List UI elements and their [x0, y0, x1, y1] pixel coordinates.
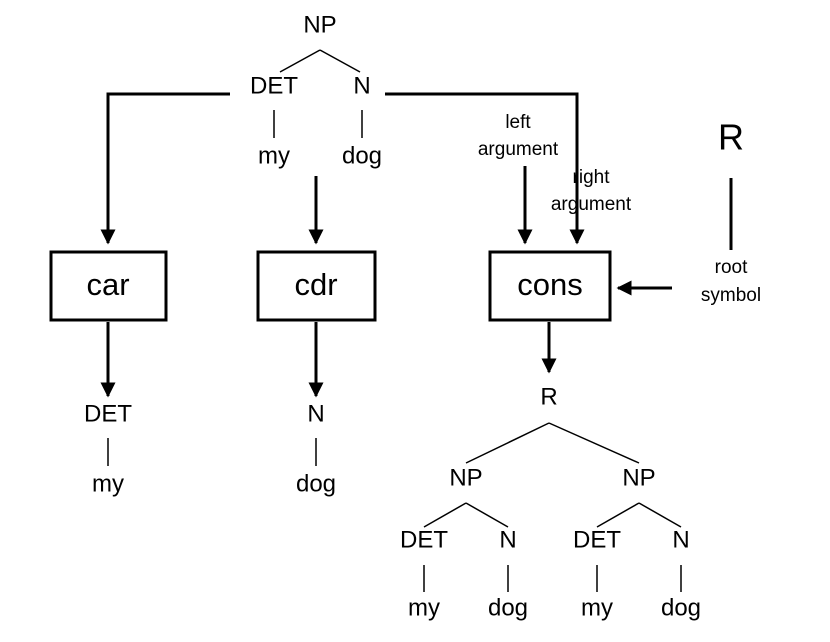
right-argument-label-2: argument [551, 194, 632, 215]
root-symbol-R: R [718, 117, 744, 158]
right-np-edge-n [638, 502, 682, 528]
right-np-det: DET [573, 526, 621, 553]
left-np-n: N [499, 526, 516, 553]
car-box [49, 250, 168, 322]
root-symbol-label-2: symbol [701, 285, 761, 306]
top-n-label: N [353, 72, 370, 99]
cons-box-label: cons [517, 267, 582, 302]
cdr-result-n: N [307, 400, 324, 427]
top-det-label: DET [250, 72, 298, 99]
right-np-edge-det [596, 502, 640, 528]
right-argument-label-1: right [573, 167, 611, 188]
right-argument-arrow [385, 92, 585, 245]
car-result-det: DET [84, 400, 132, 427]
car-box-label: car [86, 267, 129, 302]
top-dog-label: dog [342, 142, 382, 169]
cons-edge-right-np [548, 422, 640, 464]
top-my-label: my [258, 142, 290, 169]
left-np-my: my [408, 594, 440, 621]
det-to-car-arrow [100, 92, 230, 245]
right-np-n: N [672, 526, 689, 553]
left-np-edge-det [423, 502, 467, 528]
top-tree-edge-det [279, 49, 321, 73]
cdr-box-label: cdr [294, 267, 337, 302]
left-np-dog: dog [488, 594, 528, 621]
left-argument-label-1: left [505, 112, 531, 133]
cons-box [488, 250, 612, 322]
left-argument-label-2: argument [478, 139, 559, 160]
cons-right-np: NP [622, 464, 655, 491]
top-tree-edge-n [319, 49, 361, 73]
cons-result-root: R [540, 383, 557, 410]
car-result-my: my [92, 470, 124, 497]
cdr-box [256, 250, 377, 322]
root-symbol-label-1: root [715, 257, 748, 278]
right-np-dog: dog [661, 594, 701, 621]
right-np-my: my [581, 594, 613, 621]
left-np-det: DET [400, 526, 448, 553]
cons-edge-left-np [465, 422, 550, 464]
cdr-result-dog: dog [296, 470, 336, 497]
left-np-edge-n [465, 502, 509, 528]
cons-left-np: NP [449, 464, 482, 491]
top-np-label: NP [303, 11, 336, 38]
